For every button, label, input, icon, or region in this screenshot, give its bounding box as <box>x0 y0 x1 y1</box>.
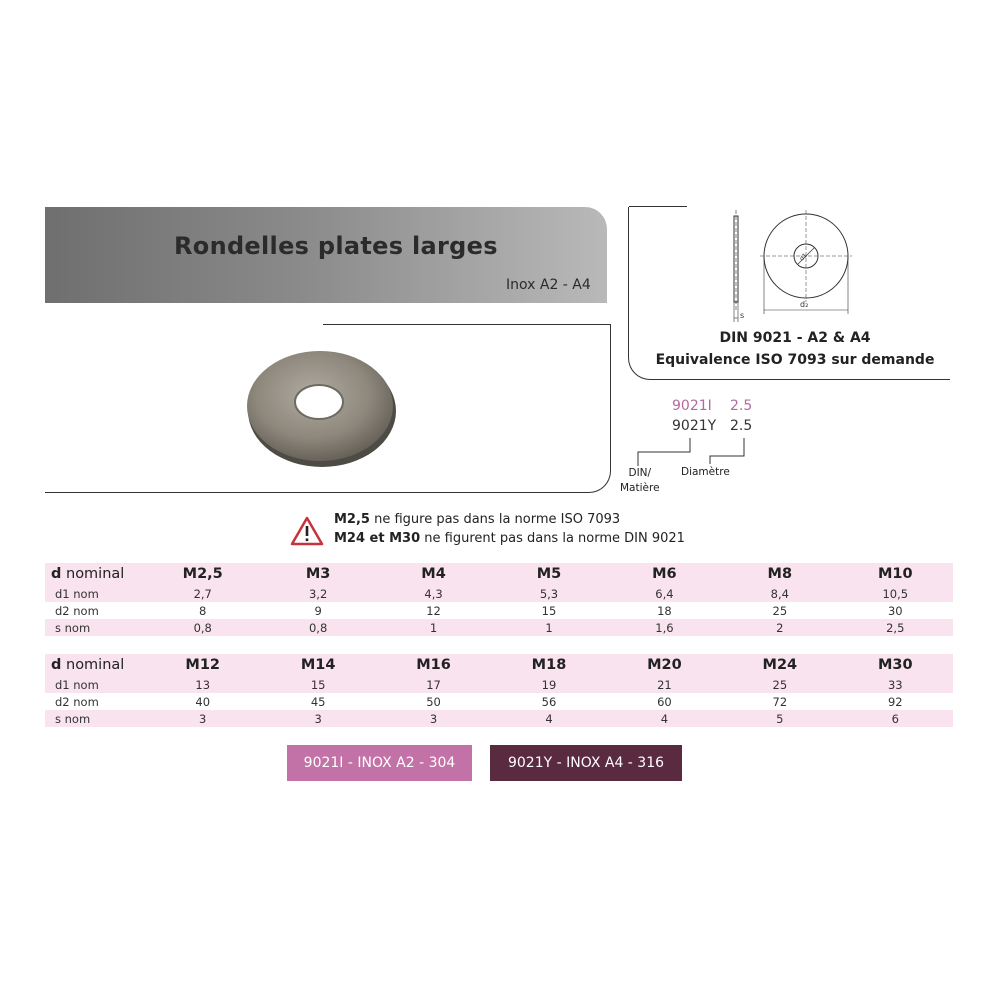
code-a4: 9021Y <box>672 418 717 434</box>
label-s: s <box>740 311 744 320</box>
code-a2: 9021I <box>672 398 712 414</box>
size-cell: M24 <box>722 654 838 676</box>
code-a2-diameter: 2.5 <box>730 398 753 414</box>
table-row: s nom 0,8 0,8 1 1 1,6 2 2,5 <box>45 619 953 636</box>
technical-drawing-frame <box>628 206 950 380</box>
size-cell: M4 <box>375 563 492 585</box>
standard-title: DIN 9021 - A2 & A4 <box>719 330 871 346</box>
size-cell: M18 <box>491 654 607 676</box>
label-d1: d1 <box>798 252 808 262</box>
table-row: s nom 3 3 3 4 4 5 6 <box>45 710 953 727</box>
table-row: d1 nom 2,7 3,2 4,3 5,3 6,4 8,4 10,5 <box>45 585 953 602</box>
label-diametre: Diamètre <box>681 466 730 478</box>
label-d2: d₂ <box>800 300 808 309</box>
table-row: d2 nom 40 45 50 56 60 72 92 <box>45 693 953 710</box>
washer-photo <box>247 351 396 467</box>
size-cell: M10 <box>837 563 953 585</box>
code-legend-lines <box>637 438 745 466</box>
size-cell: M6 <box>606 563 723 585</box>
warning-icon <box>290 516 324 546</box>
dimensions-table-1: d nominal M2,5 M3 M4 M5 M6 M8 M10 d1 nom… <box>45 563 953 636</box>
size-cell: M3 <box>260 563 376 585</box>
page-title: Rondelles plates larges <box>174 232 498 260</box>
table-row: d1 nom 13 15 17 19 21 25 33 <box>45 676 953 693</box>
washer-technical-drawing: s d₂ d1 <box>733 210 852 322</box>
size-cell: M16 <box>375 654 492 676</box>
size-cell: M5 <box>491 563 607 585</box>
dimensions-table-2: d nominal M12 M14 M16 M18 M20 M24 M30 d1… <box>45 654 953 727</box>
label-din-matiere: DIN/ Matière <box>620 467 660 494</box>
header-banner <box>45 207 607 303</box>
material-subtitle: Inox A2 - A4 <box>506 277 591 293</box>
material-button-a2[interactable]: 9021I - INOX A2 - 304 <box>287 745 472 781</box>
warning-line-2: M24 et M30 ne figurent pas dans la norme… <box>334 531 685 546</box>
warning-line-1: M2,5 ne figure pas dans la norme ISO 709… <box>334 512 621 527</box>
size-cell: M2,5 <box>145 563 261 585</box>
size-cell: M8 <box>722 563 838 585</box>
header-cell-nominal: d nominal <box>45 563 145 585</box>
table-header-row: d nominal M2,5 M3 M4 M5 M6 M8 M10 <box>45 563 953 585</box>
table-row: d2 nom 8 9 12 15 18 25 30 <box>45 602 953 619</box>
product-photo-frame <box>45 324 611 493</box>
size-cell: M20 <box>606 654 723 676</box>
size-cell: M14 <box>260 654 376 676</box>
size-cell: M30 <box>837 654 953 676</box>
standard-equivalence: Equivalence ISO 7093 sur demande <box>655 352 935 368</box>
header-cell-nominal: d nominal <box>45 654 145 676</box>
table-header-row: d nominal M12 M14 M16 M18 M20 M24 M30 <box>45 654 953 676</box>
size-cell: M12 <box>145 654 261 676</box>
material-button-a4[interactable]: 9021Y - INOX A4 - 316 <box>490 745 682 781</box>
code-a4-diameter: 2.5 <box>730 418 753 434</box>
